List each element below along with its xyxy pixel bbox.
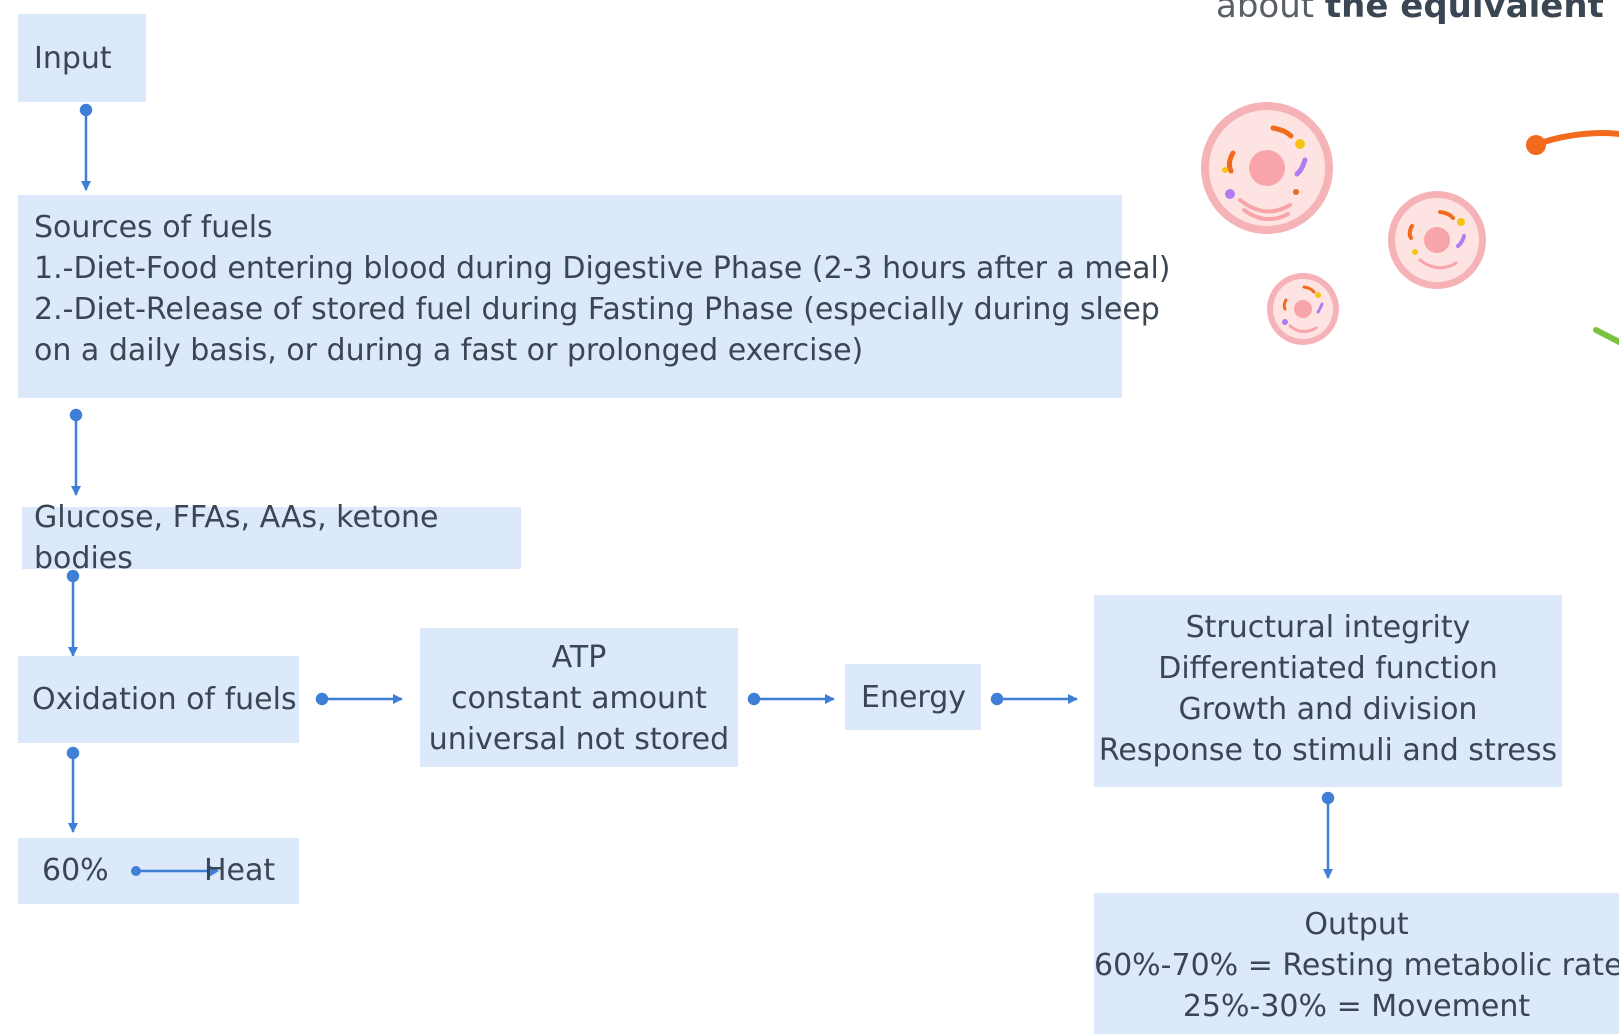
output-line-2: 25%-30% = Movement [1182, 989, 1531, 1024]
fuels-label: Glucose, FFAs, AAs, ketone bodies [34, 500, 439, 576]
arrow-atp-to-energy [747, 692, 835, 706]
atp-title: ATP [551, 640, 607, 675]
partial-headline: about the equivalent [1216, 0, 1604, 26]
atp-line-1: constant amount [451, 681, 707, 716]
heat-arrow [131, 865, 219, 877]
headline-prefix: about [1216, 0, 1315, 26]
arrow-fuels-to-oxidation [66, 569, 80, 657]
arrow-sources-to-fuels [69, 408, 83, 496]
energy-label: Energy [861, 679, 967, 715]
decorative-orange-connector [1526, 130, 1619, 155]
function-line-1: Structural integrity [1185, 610, 1471, 645]
input-label: Input [34, 40, 112, 76]
sources-line-2: 2.-Diet-Release of stored fuel during Fa… [34, 292, 1160, 327]
arrow-oxidation-to-atp [315, 692, 403, 706]
sources-title: Sources of fuels [34, 210, 273, 245]
oxidation-box: Oxidation of fuels [18, 656, 299, 743]
atp-box: ATP constant amount universal not stored [420, 628, 738, 767]
sources-line-3: on a daily basis, or during a fast or pr… [34, 333, 864, 368]
cell-icon [1267, 273, 1339, 345]
sources-box: Sources of fuels 1.-Diet-Food entering b… [18, 195, 1171, 398]
arrow-energy-to-functions [990, 692, 1078, 706]
heat-box: 60% Heat [18, 838, 299, 904]
input-box: Input [18, 14, 146, 102]
heat-percent: 60% [42, 853, 109, 888]
fuels-box: Glucose, FFAs, AAs, ketone bodies [22, 500, 521, 576]
headline-bold: the equivalent [1324, 0, 1604, 26]
function-line-3: Growth and division [1178, 692, 1478, 727]
output-box: Output 60%-70% = Resting metabolic rate … [1094, 893, 1619, 1034]
arrow-input-to-sources [79, 103, 93, 191]
output-line-1: 60%-70% = Resting metabolic rate [1094, 948, 1619, 983]
functions-box: Structural integrity Differentiated func… [1094, 595, 1562, 787]
heat-label: Heat [204, 853, 276, 888]
function-line-4: Response to stimuli and stress [1098, 733, 1558, 768]
arrow-oxidation-to-heat [66, 746, 80, 833]
output-title: Output [1304, 907, 1409, 942]
cell-icon [1201, 102, 1333, 234]
cell-icon [1388, 191, 1486, 289]
atp-line-2: universal not stored [428, 722, 730, 757]
function-line-2: Differentiated function [1158, 651, 1498, 686]
arrow-functions-to-output [1321, 791, 1335, 879]
sources-line-1: 1.-Diet-Food entering blood during Diges… [34, 251, 1171, 286]
oxidation-label: Oxidation of fuels [32, 682, 297, 717]
decorative-green-connector [1593, 327, 1619, 346]
energy-box: Energy [845, 664, 981, 730]
